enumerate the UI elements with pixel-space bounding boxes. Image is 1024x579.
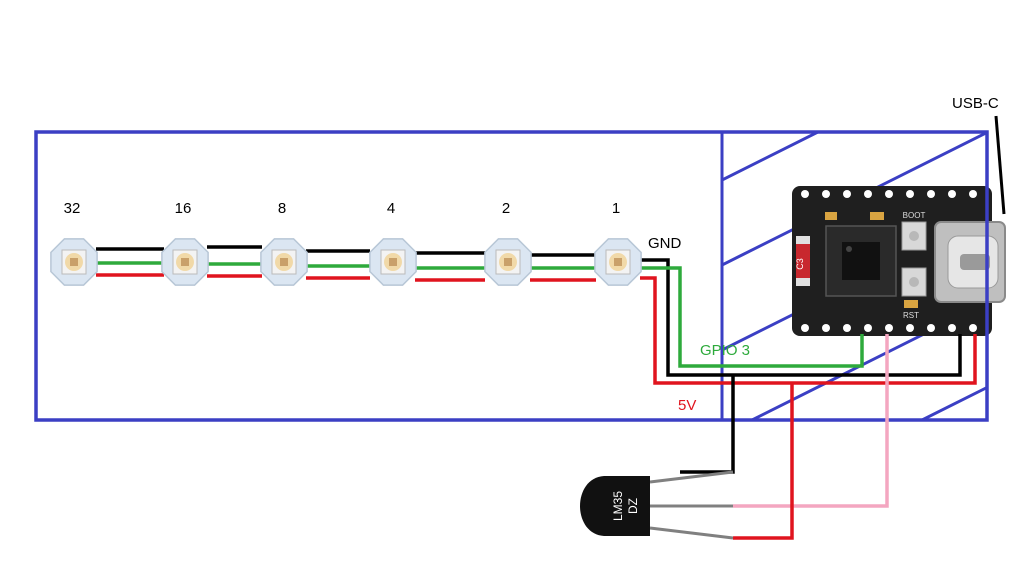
led-strip xyxy=(50,238,642,286)
ws2812-led-icon xyxy=(50,238,98,286)
ws2812-led-icon xyxy=(161,238,209,286)
ws2812-led-icon xyxy=(594,238,642,286)
led-index-label: 4 xyxy=(387,200,395,217)
ws2812-led-icon xyxy=(369,238,417,286)
boot-button[interactable] xyxy=(901,221,927,251)
5v-label: 5V xyxy=(678,397,696,414)
led-index-label: 32 xyxy=(64,200,81,217)
lm35-sensor-icon: LM35 DZ xyxy=(580,470,734,540)
led-index-label: 8 xyxy=(278,200,286,217)
boot-silkscreen: BOOT xyxy=(903,211,926,220)
gnd-label: GND xyxy=(648,235,682,252)
gpio-label: GPIO 3 xyxy=(700,342,750,359)
enclosure-outline xyxy=(34,130,989,422)
c3-silkscreen: C3 xyxy=(795,258,805,270)
led-index-label: 16 xyxy=(175,200,192,217)
usb-c-connector-icon xyxy=(934,221,1006,303)
rst-silkscreen: RST xyxy=(903,311,919,320)
ws2812-led-icon xyxy=(484,238,532,286)
usb-c-label: USB-C xyxy=(952,95,999,112)
led-index-label: 2 xyxy=(502,200,510,217)
led-index-label: 1 xyxy=(612,200,620,217)
usb-pointer-line xyxy=(994,115,1006,215)
led-wires xyxy=(96,245,596,282)
led-number-labels: 32 16 8 4 2 1 xyxy=(64,200,621,217)
sensor-label-line2: DZ xyxy=(626,498,640,514)
esp32-c3-board-icon: C3 BOOT RST xyxy=(792,186,1006,336)
sensor-label-line1: LM35 xyxy=(611,491,625,521)
ws2812-led-icon xyxy=(260,238,308,286)
reset-button[interactable] xyxy=(901,267,927,297)
